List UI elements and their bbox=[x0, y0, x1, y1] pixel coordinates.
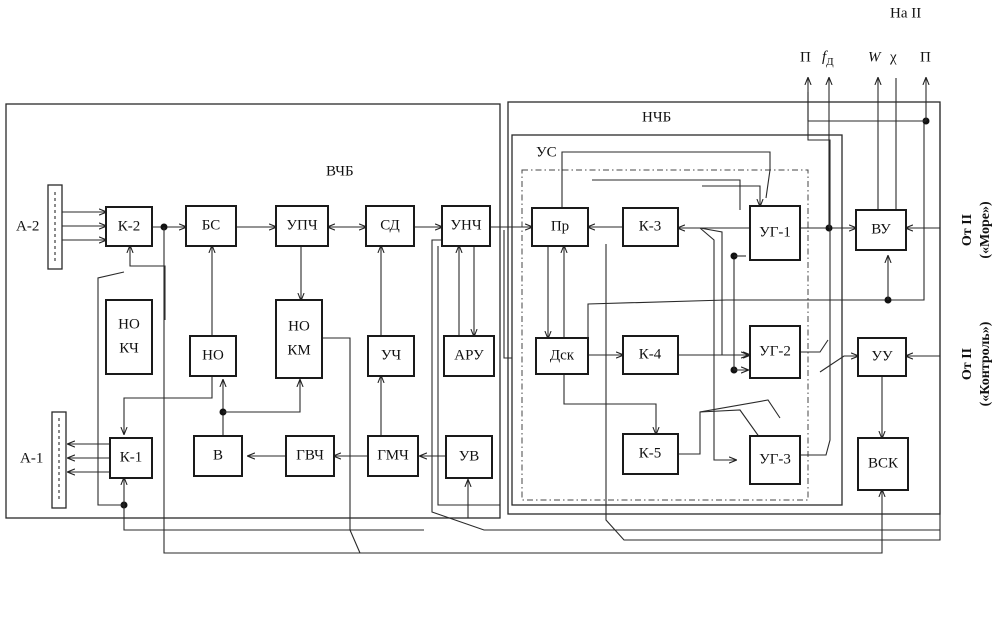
block-k2: К-2 bbox=[105, 206, 153, 247]
output-chi: χ bbox=[889, 49, 897, 65]
block-nokm: НО КМ bbox=[275, 299, 323, 379]
block-no: НО bbox=[189, 335, 237, 377]
block-sd-label: СД bbox=[380, 217, 400, 233]
block-uu: УУ bbox=[857, 337, 907, 377]
block-gvch-label: ГВЧ bbox=[296, 447, 324, 463]
block-ug1: УГ-1 bbox=[749, 205, 801, 261]
input-kontrol-line1: От II bbox=[960, 348, 975, 380]
block-pr-label: Пр bbox=[551, 218, 569, 234]
block-dsk: Дск bbox=[535, 337, 589, 375]
block-unch-label: УНЧ bbox=[450, 217, 481, 233]
input-more-line1: От II bbox=[960, 214, 975, 246]
block-ug3-label: УГ-3 bbox=[759, 451, 791, 467]
block-uu-label: УУ bbox=[871, 348, 893, 364]
block-v-label: В bbox=[213, 447, 223, 463]
us-label: УС bbox=[536, 144, 557, 160]
output-fd: fД bbox=[822, 49, 834, 67]
block-bs: БС bbox=[185, 205, 237, 247]
block-k1-label: К-1 bbox=[120, 449, 143, 465]
block-pr: Пр bbox=[531, 207, 589, 247]
input-kontrol-label: От II («Контроль») bbox=[960, 321, 993, 406]
block-k3-label: К-3 bbox=[639, 218, 662, 234]
block-uch-label: УЧ bbox=[381, 347, 402, 363]
block-uv: УВ bbox=[445, 435, 493, 479]
block-ug3: УГ-3 bbox=[749, 435, 801, 485]
block-v: В bbox=[193, 435, 243, 477]
block-unch: УНЧ bbox=[441, 205, 491, 247]
block-aru-label: АРУ bbox=[454, 347, 484, 363]
block-k4-label: К-4 bbox=[639, 346, 662, 362]
block-k5-label: К-5 bbox=[639, 445, 662, 461]
block-k1: К-1 bbox=[109, 437, 153, 479]
block-gmch-label: ГМЧ bbox=[377, 447, 409, 463]
nchb-label: НЧБ bbox=[642, 109, 671, 125]
block-vsk-label: ВСК bbox=[868, 455, 899, 471]
block-ug2-label: УГ-2 bbox=[759, 343, 791, 359]
nchb-inner-frame bbox=[511, 134, 843, 506]
output-fd-subscript: Д bbox=[826, 56, 834, 68]
block-nokch-label-2: КЧ bbox=[119, 340, 139, 356]
block-k4: К-4 bbox=[622, 335, 679, 375]
input-more-label: От II («Море») bbox=[960, 201, 993, 259]
block-dsk-label: Дск bbox=[550, 347, 575, 363]
block-k2-label: К-2 bbox=[118, 218, 141, 234]
block-uv-label: УВ bbox=[459, 448, 480, 464]
block-vu-label: ВУ bbox=[871, 221, 891, 237]
block-gvch: ГВЧ bbox=[285, 435, 335, 477]
block-k5: К-5 bbox=[622, 433, 679, 475]
antenna-a1 bbox=[51, 411, 67, 509]
block-aru: АРУ bbox=[443, 335, 495, 377]
outputs-header: На II bbox=[890, 5, 921, 21]
block-upch: УПЧ bbox=[275, 205, 329, 247]
block-nokch: НО КЧ bbox=[105, 299, 153, 375]
us-frame bbox=[521, 169, 809, 501]
block-k3: К-3 bbox=[622, 207, 679, 247]
antenna-a2 bbox=[47, 184, 63, 270]
block-nokm-label-2: КМ bbox=[287, 342, 310, 358]
block-vsk: ВСК bbox=[857, 437, 909, 491]
antenna-a1-label: А-1 bbox=[20, 450, 43, 466]
block-upch-label: УПЧ bbox=[286, 217, 317, 233]
block-no-label: НО bbox=[202, 347, 224, 363]
block-ug2: УГ-2 bbox=[749, 325, 801, 379]
input-kontrol-line2: («Контроль») bbox=[978, 321, 993, 406]
output-p2: П bbox=[920, 49, 931, 65]
block-nokch-label-1: НО bbox=[118, 316, 140, 332]
block-bs-label: БС bbox=[202, 217, 221, 233]
block-uch: УЧ bbox=[367, 335, 415, 377]
output-w: W bbox=[868, 49, 882, 65]
block-ug1-label: УГ-1 bbox=[759, 224, 791, 240]
connections bbox=[62, 78, 941, 554]
vchb-label: ВЧБ bbox=[326, 163, 354, 179]
block-nokm-label-1: НО bbox=[288, 318, 310, 334]
antenna-a2-label: А-2 bbox=[16, 218, 39, 234]
output-p1: П bbox=[800, 49, 811, 65]
block-vu: ВУ bbox=[855, 209, 907, 251]
block-sd: СД bbox=[365, 205, 415, 247]
vchb-frame bbox=[5, 103, 501, 519]
block-gmch: ГМЧ bbox=[367, 435, 419, 477]
input-more-line2: («Море») bbox=[978, 201, 993, 259]
